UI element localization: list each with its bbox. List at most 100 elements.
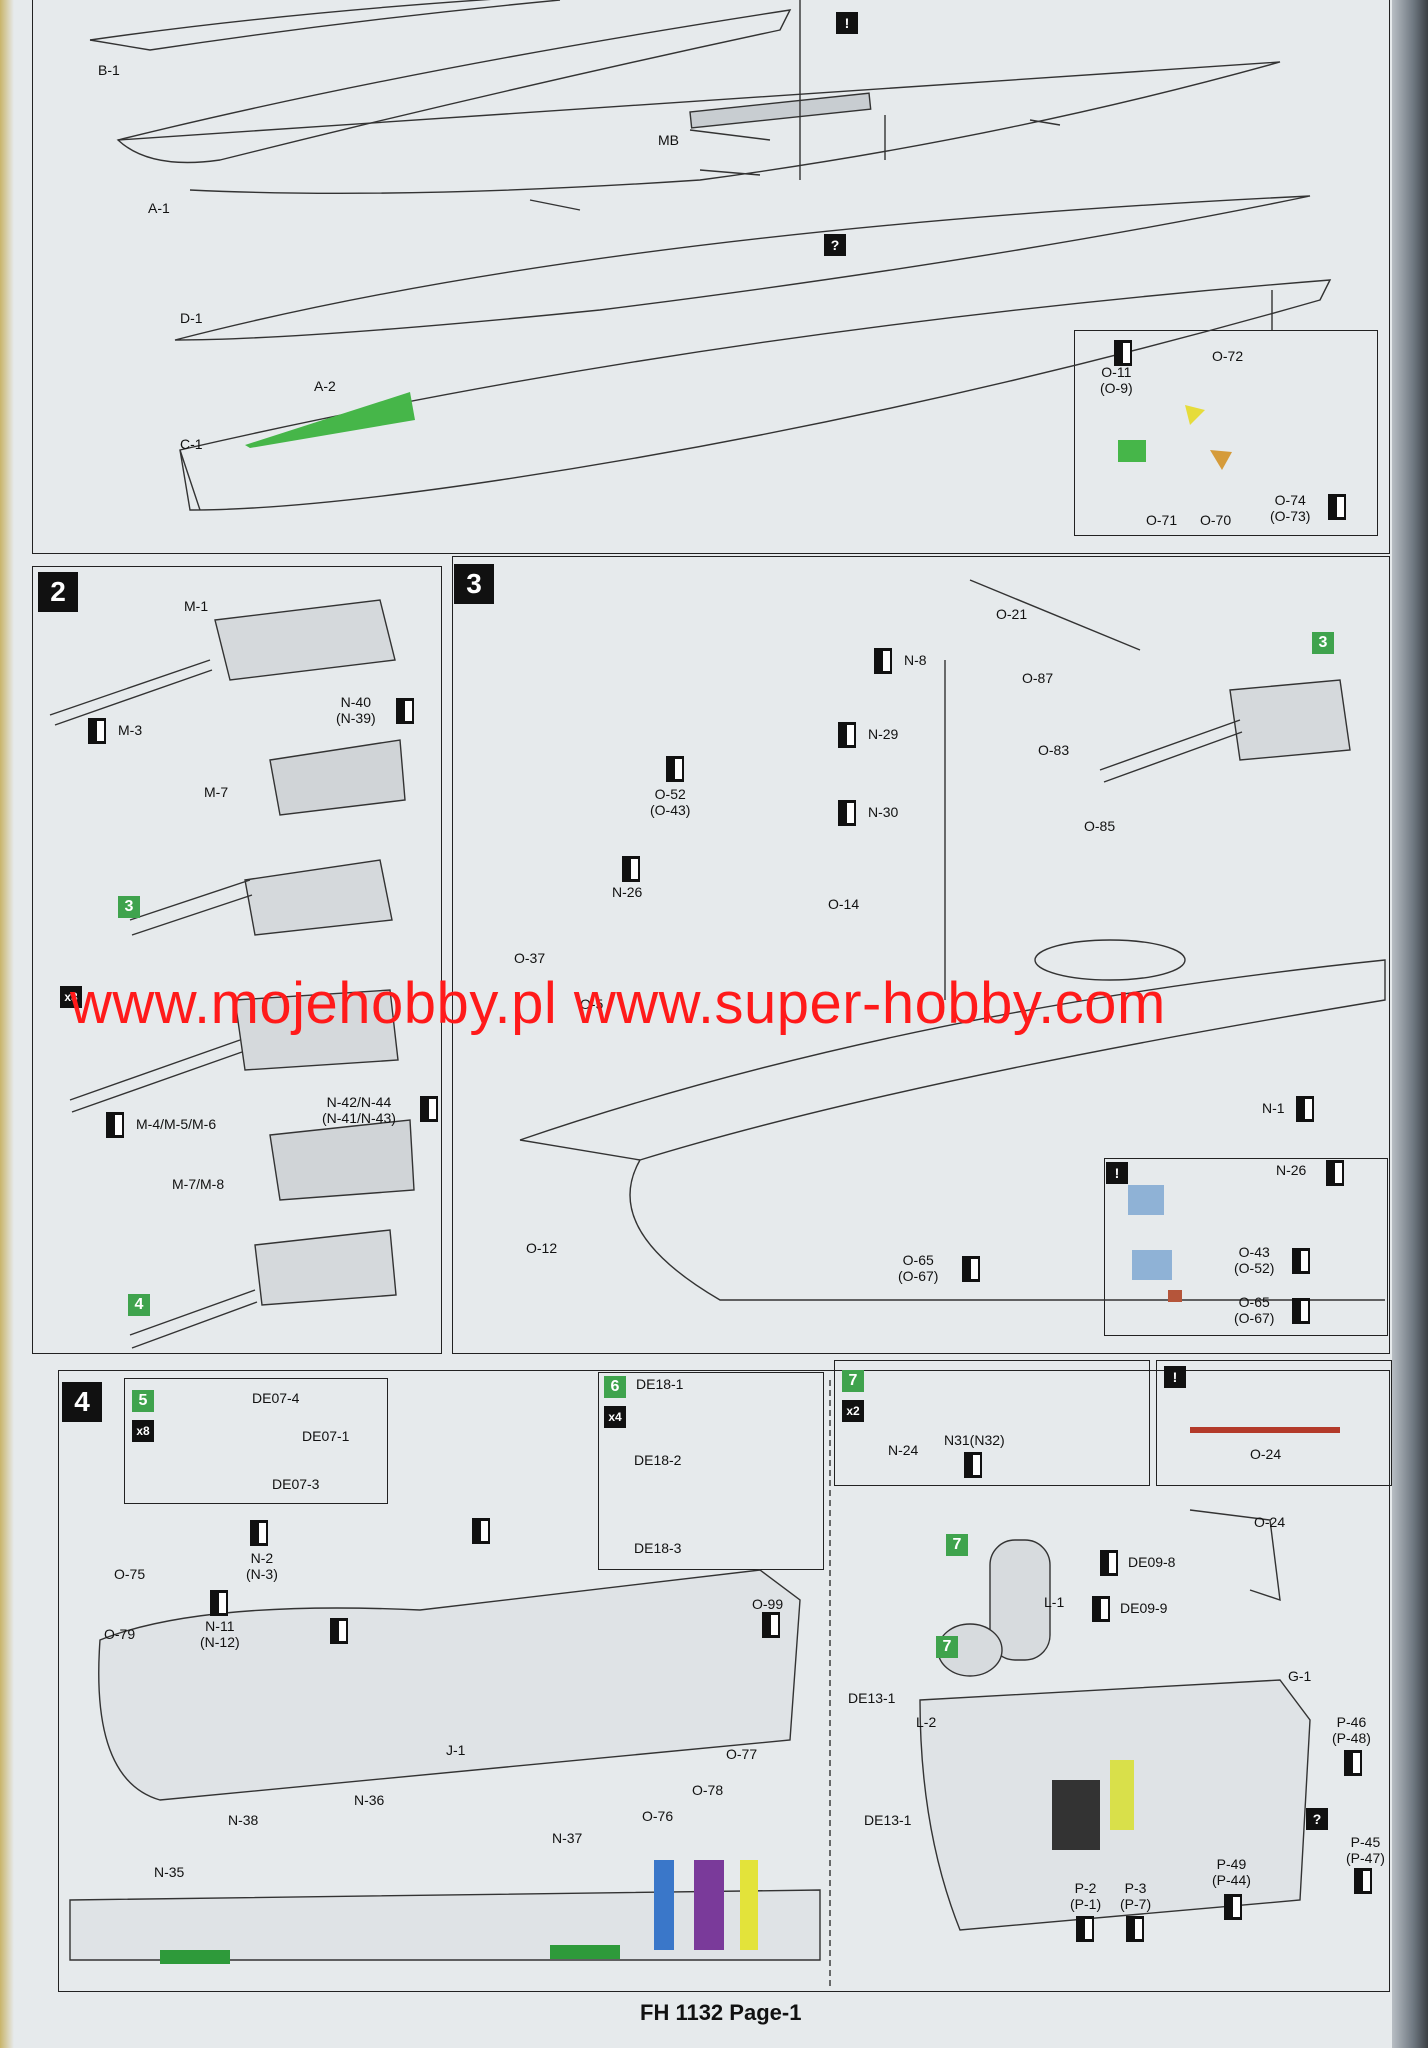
part-de07-1: DE07-1: [302, 1428, 350, 1444]
paint-icon: [1126, 1916, 1144, 1942]
part-n42: N-42/N-44 (N-41/N-43): [322, 1094, 396, 1126]
part-o79: O-79: [104, 1626, 136, 1642]
part-a2: A-2: [314, 378, 336, 394]
sub6-box: [598, 1372, 824, 1570]
inset-part-o65: O-65 (O-67): [1234, 1294, 1275, 1326]
subassembly-3-icon: 3: [118, 896, 140, 918]
part-de18-2: DE18-2: [634, 1452, 682, 1468]
part-o72: O-72: [1212, 348, 1244, 364]
paint-icon: [874, 648, 892, 674]
part-m7: M-7: [204, 784, 229, 800]
multiplier-icon: x3: [60, 986, 82, 1008]
part-n26: N-26: [612, 884, 643, 900]
paint-icon: [106, 1112, 124, 1138]
part-l1: L-1: [1044, 1594, 1065, 1610]
part-o76: O-76: [642, 1808, 674, 1824]
part-o77: O-77: [726, 1746, 758, 1762]
step3-number: 3: [454, 564, 494, 604]
part-o52: O-52 (O-43): [650, 786, 691, 818]
part-o70: O-70: [1200, 512, 1232, 528]
part-n24: N-24: [888, 1442, 919, 1458]
multiplier-x8-icon: x8: [132, 1420, 154, 1442]
part-o87: O-87: [1022, 670, 1054, 686]
o24-box: [1156, 1360, 1392, 1486]
part-d1: D-1: [180, 310, 203, 326]
part-de07-4: DE07-4: [252, 1390, 300, 1406]
paint-icon: [1092, 1596, 1110, 1622]
paint-icon: [1344, 1750, 1362, 1776]
step2-number: 2: [38, 572, 78, 612]
sheet-edge: [0, 0, 14, 2048]
part-o5: O-5: [580, 996, 604, 1012]
watermark-text: www.mojehobby.pl www.super-hobby.com: [70, 971, 1166, 1036]
part-o75: O-75: [114, 1566, 146, 1582]
part-n8: N-8: [904, 652, 927, 668]
part-c1: C-1: [180, 436, 203, 452]
part-n31: N31(N32): [944, 1432, 1005, 1448]
subassembly-4-icon: 4: [128, 1294, 150, 1316]
inset-part-n26: N-26: [1276, 1162, 1307, 1178]
part-mb: MB: [658, 132, 679, 148]
paint-icon: [1292, 1298, 1310, 1324]
subassembly-5-icon: 5: [132, 1390, 154, 1412]
step4-number: 4: [62, 1382, 102, 1422]
part-o71: O-71: [1146, 512, 1178, 528]
paint-icon: [210, 1590, 228, 1616]
part-o65: O-65 (O-67): [898, 1252, 939, 1284]
multiplier-x4-icon: x4: [604, 1406, 626, 1428]
part-de09-8: DE09-8: [1128, 1554, 1176, 1570]
paint-icon: [1296, 1096, 1314, 1122]
step1-inset: [1074, 330, 1378, 536]
part-b1: B-1: [98, 62, 120, 78]
paint-icon: [250, 1520, 268, 1546]
part-n38: N-38: [228, 1812, 259, 1828]
warning-icon: !: [1164, 1366, 1186, 1388]
paint-icon: [420, 1096, 438, 1122]
subassembly-6-icon: 6: [604, 1376, 626, 1398]
part-o85: O-85: [1084, 818, 1116, 834]
part-n2: N-2 (N-3): [246, 1550, 278, 1582]
part-n30: N-30: [868, 804, 899, 820]
paint-icon: [88, 718, 106, 744]
paint-icon: [396, 698, 414, 724]
part-de13-1: DE13-1: [848, 1690, 896, 1706]
part-n1: N-1: [1262, 1100, 1285, 1116]
paint-icon: [1292, 1248, 1310, 1274]
part-n40: N-40 (N-39): [336, 694, 376, 726]
multiplier-x2-icon: x2: [842, 1400, 864, 1422]
part-o24: O-24: [1250, 1446, 1282, 1462]
paint-icon: [1114, 340, 1132, 366]
part-de18-1: DE18-1: [636, 1376, 684, 1392]
paint-icon: [962, 1256, 980, 1282]
subassembly-7-icon: 7: [946, 1534, 968, 1556]
paint-icon: [1354, 1868, 1372, 1894]
part-de13-1: DE13-1: [864, 1812, 912, 1828]
part-p2: P-2 (P-1): [1070, 1880, 1102, 1912]
paint-icon: [1076, 1916, 1094, 1942]
paint-icon: [838, 722, 856, 748]
part-a1: A-1: [148, 200, 170, 216]
part-n36: N-36: [354, 1792, 385, 1808]
part-de18-3: DE18-3: [634, 1540, 682, 1556]
part-p3: P-3 (P-7): [1120, 1880, 1152, 1912]
part-p49: P-49 (P-44): [1212, 1856, 1251, 1888]
part-o21: O-21: [996, 606, 1028, 622]
warning-icon: !: [836, 12, 858, 34]
binding-spine: [1392, 0, 1428, 2048]
warning-icon: !: [1106, 1162, 1128, 1184]
paint-icon: [622, 856, 640, 882]
subassembly-7-icon: 7: [936, 1636, 958, 1658]
paint-icon: [1326, 1160, 1344, 1186]
sub7-box: [834, 1360, 1150, 1486]
part-m4-m5-m6: M-4/M-5/M-6: [136, 1116, 217, 1132]
part-n11: N-11 (N-12): [200, 1618, 240, 1650]
question-icon: ?: [1306, 1808, 1328, 1830]
part-g1: G-1: [1288, 1668, 1312, 1684]
subassembly-3-icon: 3: [1312, 632, 1334, 654]
paint-icon: [666, 756, 684, 782]
part-n29: N-29: [868, 726, 899, 742]
step3-inset: [1104, 1158, 1388, 1336]
part-o24: O-24: [1254, 1514, 1286, 1530]
question-icon: ?: [824, 234, 846, 256]
